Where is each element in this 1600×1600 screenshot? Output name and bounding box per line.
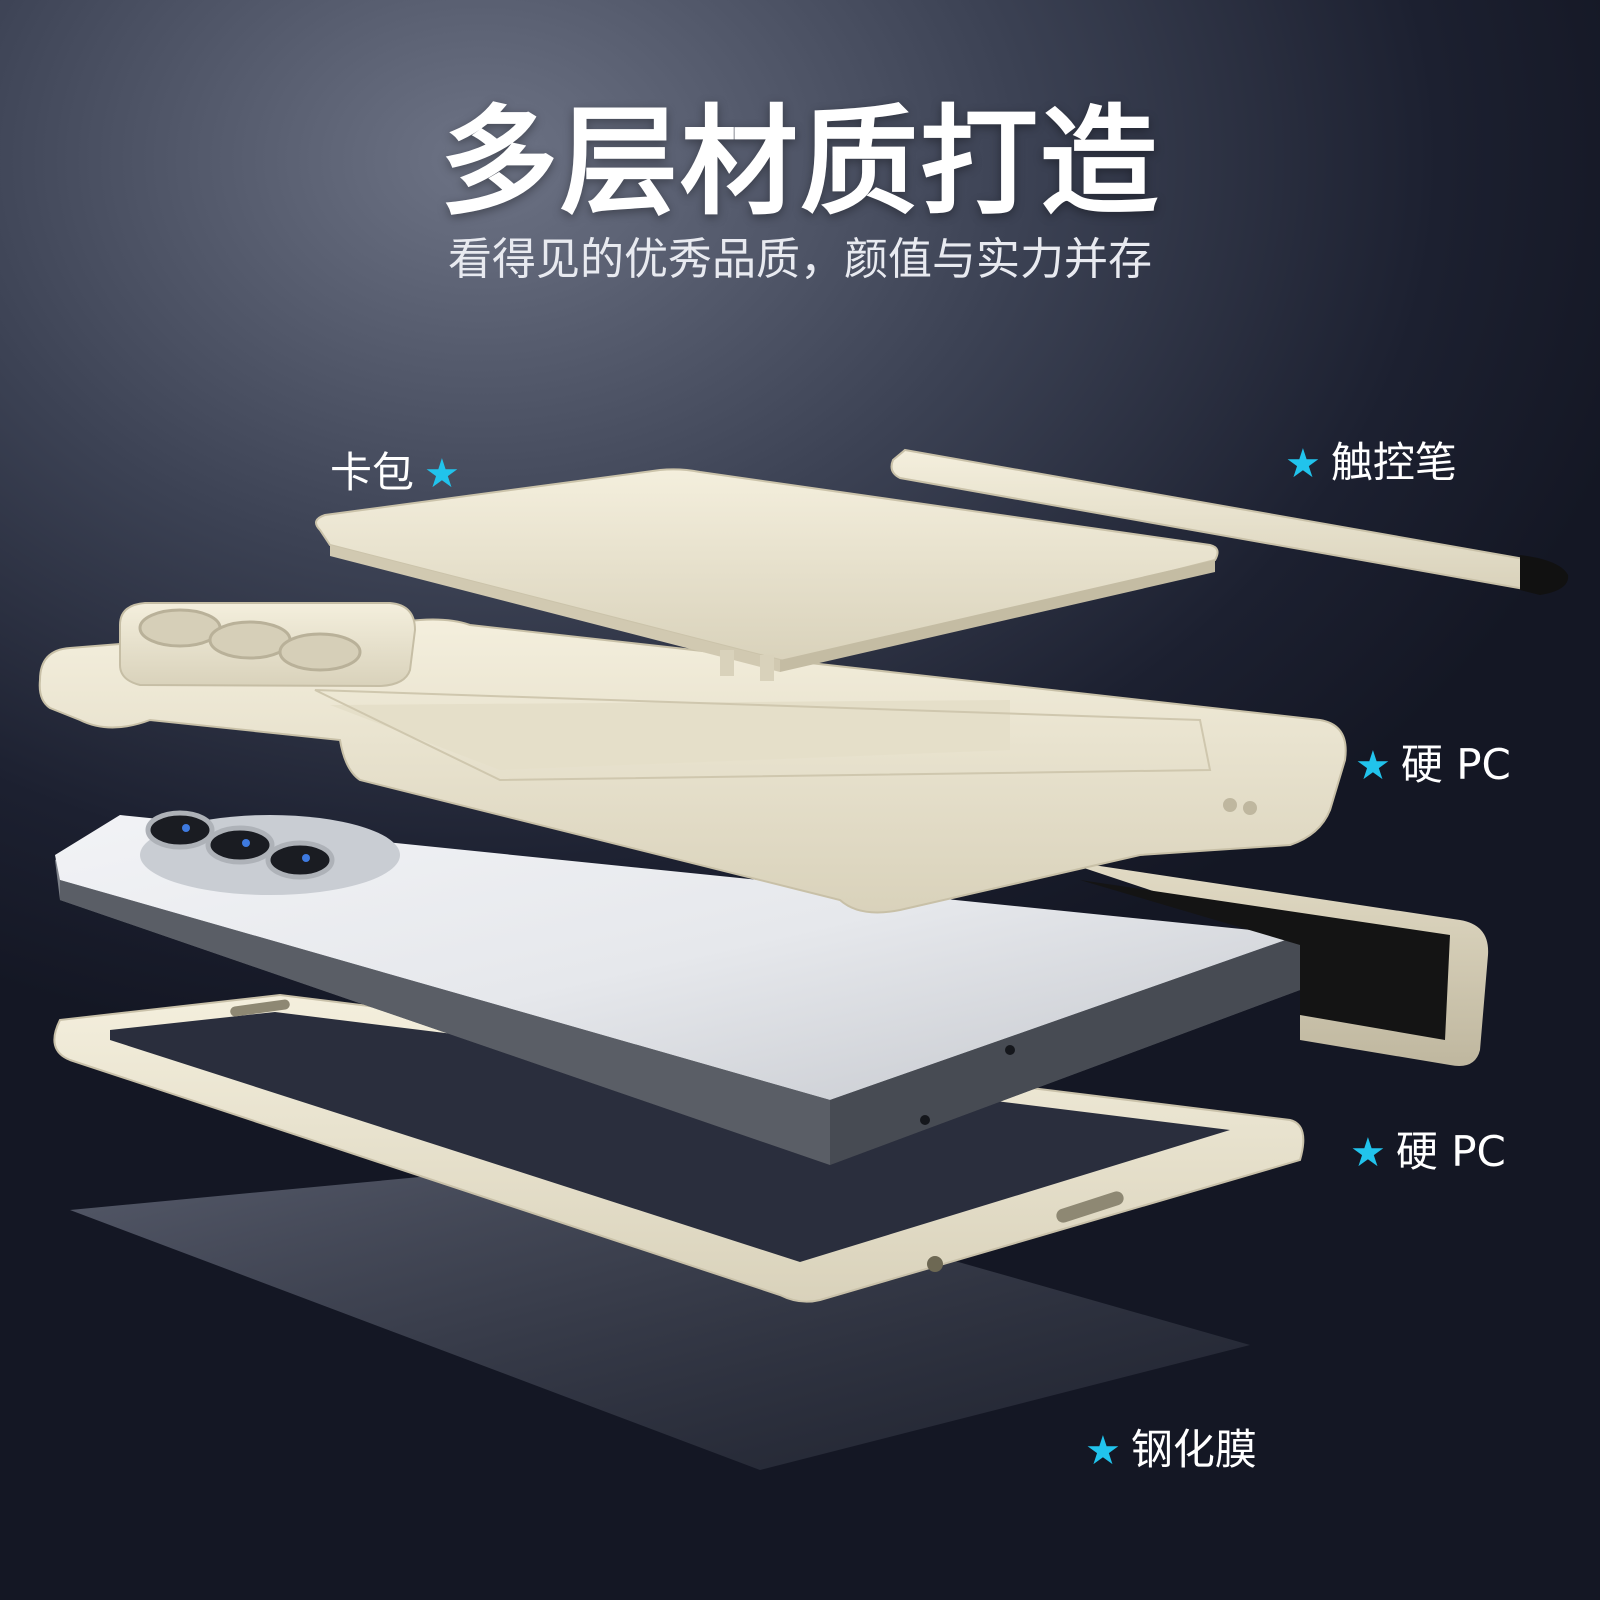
label-tempered-film-text: 钢化膜 [1130,1425,1257,1474]
star-icon: ★ [1285,441,1321,487]
stylus-pen [890,448,1569,595]
tempered-film-layer [70,1160,1250,1470]
hard-pc-back-shell [38,602,1347,914]
star-icon: ★ [424,451,460,497]
label-hard-pc-top-text: 硬 PC [1400,740,1511,789]
label-hard-pc-bottom: ★硬 PC [1340,1127,1506,1178]
label-card-wallet: 卡包★ [330,448,470,499]
label-hard-pc-top: ★硬 PC [1345,740,1511,791]
label-tempered-film: ★钢化膜 [1075,1425,1257,1476]
card-wallet-plate [315,468,1219,681]
side-frame-piece [1060,860,1489,1066]
label-hard-pc-bottom-text: 硬 PC [1395,1127,1506,1176]
page-headline: 多层材质打造 [439,93,1160,231]
label-stylus-text: 触控笔 [1330,438,1457,487]
bottom-frame-layer [53,993,1305,1303]
star-icon: ★ [1355,743,1391,789]
phone-body-layer [55,810,1300,1165]
label-card-wallet-text: 卡包 [330,448,415,497]
page-subheadline: 看得见的优秀品质，颜值与实力并存 [448,234,1152,285]
star-icon: ★ [1085,1428,1121,1474]
star-icon: ★ [1350,1130,1386,1176]
label-stylus: ★触控笔 [1275,438,1457,489]
